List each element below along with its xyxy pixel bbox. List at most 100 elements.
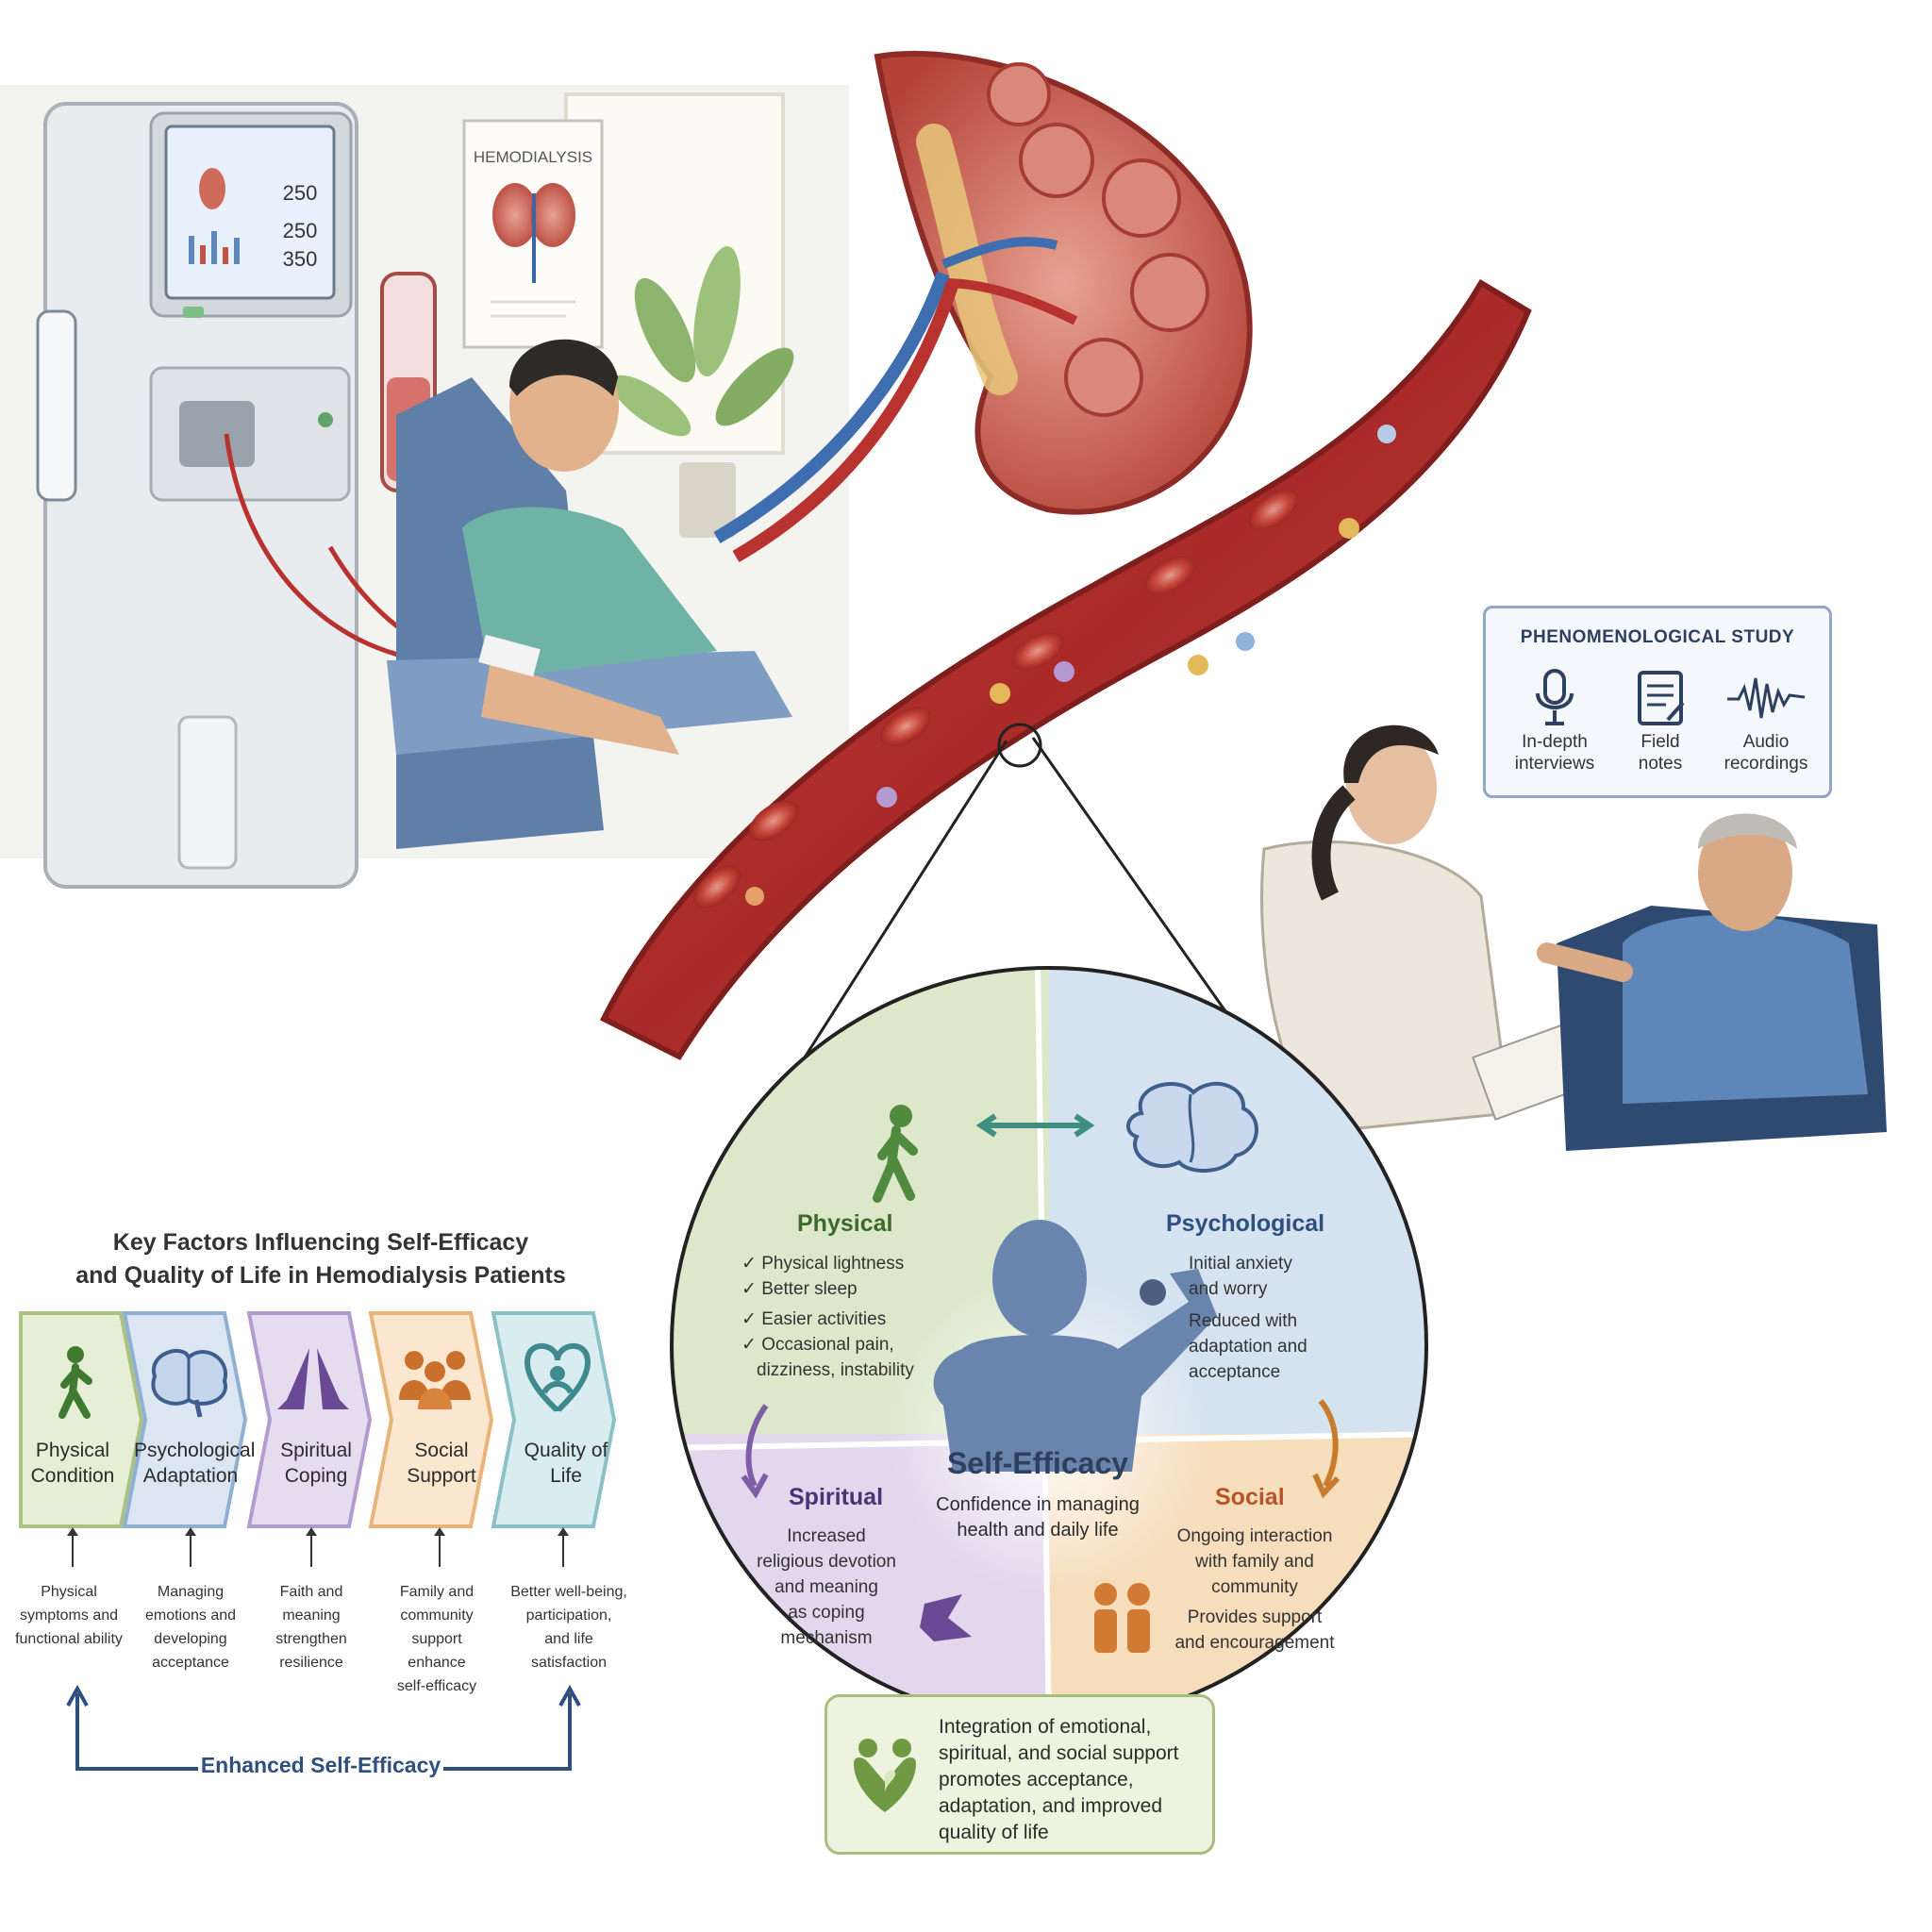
study-label-1a: In-depth xyxy=(1522,732,1588,752)
step-spiritual-desc: Faith and meaning strengthen resilience xyxy=(250,1580,373,1674)
step-psychological-desc: Managing emotions and developing accepta… xyxy=(129,1580,252,1674)
interview-illustration xyxy=(1260,724,1887,1151)
study-label-2a: Field xyxy=(1641,732,1680,752)
step-quality-label-2: Life xyxy=(550,1465,582,1487)
monitor-value-3: 350 xyxy=(283,247,318,271)
step-social-label: Social Support xyxy=(385,1438,498,1489)
physical-item-2: ✓ Better sleep xyxy=(741,1279,858,1299)
step-quality-label-1: Quality of xyxy=(524,1440,608,1461)
step-physical-label: Physical Condition xyxy=(16,1438,129,1489)
spiritual-title: Spiritual xyxy=(789,1484,884,1510)
physical-list: ✓ Physical lightness ✓ Better sleep ✓ Ea… xyxy=(741,1251,968,1383)
step-spiritual-label-2: Coping xyxy=(284,1465,348,1487)
chevron-step xyxy=(246,1311,373,1528)
step-spiritual-label: Spiritual Coping xyxy=(259,1438,373,1489)
desc-line: strengthen xyxy=(275,1631,347,1647)
physical-item-text: Better sleep xyxy=(761,1279,858,1299)
social-text: Ongoing interaction with family and comm… xyxy=(1160,1524,1349,1656)
text-line: acceptance xyxy=(1189,1362,1281,1382)
praying-hands-icon xyxy=(277,1348,349,1409)
heart-hands-icon xyxy=(524,1342,591,1413)
enhanced-self-efficacy-label: Enhanced Self-Efficacy xyxy=(200,1753,441,1777)
curved-arrow-spiritual-icon xyxy=(745,1404,769,1488)
text-line: spiritual, and social support xyxy=(939,1742,1179,1764)
desc-line: Physical xyxy=(41,1584,97,1600)
patient-illustration xyxy=(387,339,792,849)
step-physical-desc: Physical symptoms and functional ability xyxy=(8,1580,130,1651)
text-line: as coping xyxy=(788,1603,865,1623)
desc-line: community xyxy=(400,1607,474,1624)
brain-icon xyxy=(151,1348,228,1418)
two-people-icon xyxy=(1094,1583,1150,1653)
step-psychological-label-2: Adaptation xyxy=(142,1465,239,1487)
desc-line: Family and xyxy=(399,1584,475,1600)
physical-title: Physical xyxy=(797,1210,893,1237)
step-psychological-label: Psychological Adaptation xyxy=(134,1438,256,1489)
desc-line: participation, xyxy=(525,1607,612,1624)
self-efficacy-title: Self-Efficacy xyxy=(946,1446,1129,1480)
psychological-title: Psychological xyxy=(1166,1210,1325,1237)
step-social-label-1: Social xyxy=(414,1440,469,1461)
step-physical-label-1: Physical xyxy=(35,1440,110,1461)
text-line: health and daily life xyxy=(957,1520,1119,1541)
desc-line: satisfaction xyxy=(530,1655,608,1671)
text-line: Reduced with xyxy=(1189,1311,1298,1331)
step-psychological-label-1: Psychological xyxy=(134,1440,256,1461)
text-line: Integration of emotional, xyxy=(939,1716,1152,1738)
study-label-1b: interviews xyxy=(1514,754,1595,774)
desc-line: self-efficacy xyxy=(396,1678,477,1694)
arrow-heads-icon xyxy=(975,1113,1095,1138)
walking-person-icon xyxy=(873,1105,918,1203)
physical-item-4: ✓ Occasional pain, xyxy=(741,1335,894,1355)
study-label-3b: recordings xyxy=(1724,754,1808,774)
soundwave-icon xyxy=(1727,677,1806,719)
brain-icon xyxy=(1126,1082,1258,1174)
step-social-label-2: Support xyxy=(407,1465,476,1487)
text-line: and encouragement xyxy=(1174,1633,1335,1653)
study-item-interviews: In-depth interviews xyxy=(1503,667,1607,774)
monitor-value-1: 250 xyxy=(283,181,318,205)
heart-hands-icon xyxy=(854,1739,916,1812)
chevron-step xyxy=(19,1311,144,1528)
desc-line: meaning xyxy=(282,1607,341,1624)
curved-arrow-social-icon xyxy=(1318,1399,1339,1488)
spiritual-text: Increased religious devotion and meaning… xyxy=(741,1524,911,1651)
desc-line: and life xyxy=(544,1631,593,1647)
flow-title-line-1: Key Factors Influencing Self-Efficacy xyxy=(112,1229,529,1256)
desc-line: acceptance xyxy=(152,1655,229,1671)
study-method-box: PHENOMENOLOGICAL STUDY In-depth intervie… xyxy=(1483,606,1832,798)
integration-text: Integration of emotional, spiritual, and… xyxy=(939,1714,1208,1846)
psychological-text: Initial anxiety and worry Reduced with a… xyxy=(1189,1251,1330,1385)
text-line: Provides support xyxy=(1187,1607,1323,1627)
text-line: with family and xyxy=(1195,1552,1314,1572)
up-arrow-3 xyxy=(306,1527,317,1567)
text-line: community xyxy=(1211,1577,1298,1597)
step-social-desc: Family and community support enhance sel… xyxy=(375,1580,498,1698)
study-item-field-notes: Field notes xyxy=(1608,667,1712,774)
text-line: promotes acceptance, xyxy=(939,1769,1134,1790)
up-arrow-1 xyxy=(67,1527,78,1567)
step-physical-label-2: Condition xyxy=(30,1465,115,1487)
text-line: Ongoing interaction xyxy=(1176,1526,1333,1546)
flow-title: Key Factors Influencing Self-Efficacy an… xyxy=(57,1226,585,1292)
desc-line: Managing xyxy=(157,1584,225,1600)
self-efficacy-text: Confidence in managing health and daily … xyxy=(924,1492,1151,1543)
desc-line: emotions and xyxy=(144,1607,237,1624)
physical-item-text: Occasional pain, xyxy=(761,1335,894,1355)
study-label-3a: Audio xyxy=(1742,732,1790,752)
step-spiritual-label-1: Spiritual xyxy=(280,1440,352,1461)
praying-hands-icon xyxy=(920,1594,972,1641)
physical-item-text: Easier activities xyxy=(761,1309,887,1329)
text-line: Initial anxiety xyxy=(1189,1254,1292,1274)
physical-item-4-cont: dizziness, instability xyxy=(757,1360,914,1380)
notepad-icon xyxy=(1638,671,1685,725)
chevron-step xyxy=(491,1311,617,1528)
flow-title-line-2: and Quality of Life in Hemodialysis Pati… xyxy=(75,1262,566,1289)
desc-line: developing xyxy=(154,1631,227,1647)
desc-line: resilience xyxy=(279,1655,343,1671)
up-arrow-5 xyxy=(558,1527,569,1567)
study-item-audio: Audio recordings xyxy=(1714,667,1818,774)
text-line: adaptation and xyxy=(1189,1337,1307,1357)
